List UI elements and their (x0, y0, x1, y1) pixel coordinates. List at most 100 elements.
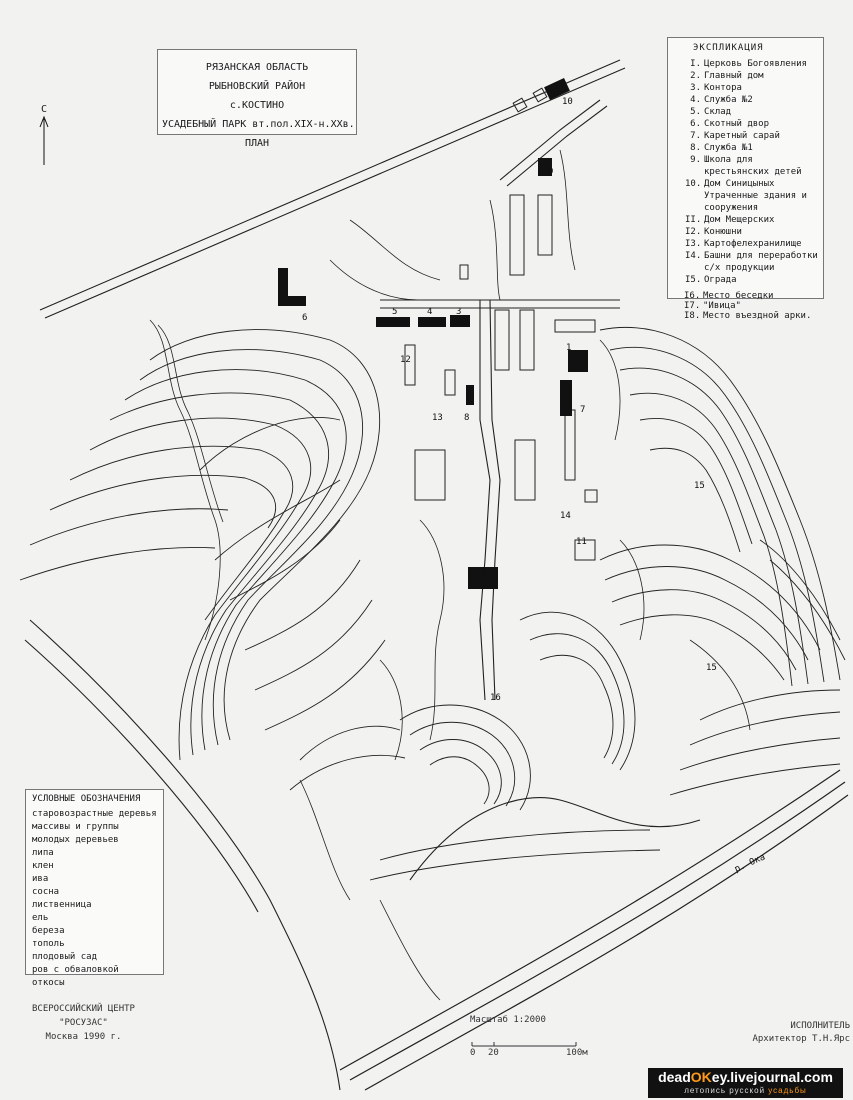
explication-item-label: Картофелехранилище (704, 239, 802, 249)
explication-item-label: Башни для переработки с/х продукции (704, 251, 818, 273)
explication-extra-number: I7. (684, 301, 701, 311)
organization-name: ВСЕРОССИЙСКИЙ ЦЕНТР (32, 1004, 135, 1014)
title-district: РЫБНОВСКИЙ РАЙОН (208, 81, 306, 92)
map-number-11: 11 (576, 537, 587, 547)
legend-item: откосы (32, 978, 65, 988)
map-number-3: 3 (456, 307, 461, 317)
watermark: deadOKey.livejournal.com летопись русско… (648, 1068, 843, 1098)
explication-extra-label: Место въездной арки. (703, 311, 812, 321)
north-arrow-icon (39, 115, 49, 165)
legend-item: ров с обваловкой (32, 965, 119, 975)
explication-item: 9.Школа для крестьянских детей (685, 154, 823, 178)
explication-extra-label: "Ивица" (703, 301, 741, 311)
organization-city-year: Москва 1990 г. (45, 1032, 122, 1042)
map-number-7: 7 (580, 405, 585, 415)
explication-item-number: 6. (690, 119, 701, 129)
explication-extra-item: I8.Место въездной арки. (684, 311, 811, 321)
map-number-9: 9 (548, 167, 553, 177)
river-oka-banks (339, 769, 849, 1091)
contour-lines-west (19, 329, 386, 761)
explication-item-number: I2. (685, 227, 702, 237)
legend-list: старовозрастные деревья массивы и группы … (32, 808, 157, 990)
explication-extra-number: I8. (684, 311, 701, 321)
map-number-15a: 15 (694, 481, 705, 491)
scale-label: Масштаб 1:2000 (470, 1015, 546, 1025)
map-number-13: 13 (432, 413, 443, 423)
explication-item-number: I4. (685, 251, 702, 261)
explication-item-label: Ограда (704, 275, 737, 285)
legend-item: массивы и группы молодых деревьев (32, 822, 119, 845)
explication-item-label: Контора (704, 83, 742, 93)
legend-item: лиственница (32, 900, 92, 910)
explication-item-number: I3. (685, 239, 702, 249)
scale-tick-100: 100м (566, 1048, 588, 1058)
scale-bar: 0 20 100м (470, 1040, 588, 1058)
explication-extra-number: I6. (684, 291, 701, 301)
scale-tick-0: 0 (470, 1048, 476, 1058)
lost-buildings-outlines (404, 87, 598, 561)
explication-item-label: Скотный двор (704, 119, 770, 129)
watermark-tagline-prefix: летопись русской (684, 1086, 769, 1095)
map-number-2: 2 (480, 567, 485, 577)
explication-item: 7.Каретный сарай (685, 130, 823, 142)
explication-item-label: Дом Мещерских (704, 215, 775, 225)
map-number-16: 16 (490, 693, 501, 703)
explication-item: I2.Конюшни (685, 226, 823, 238)
watermark-suffix: ey.livejournal.com (711, 1069, 833, 1085)
contour-lines-south (289, 611, 661, 881)
map-number-4: 4 (427, 307, 432, 317)
explication-header: ЭКСПЛИКАЦИЯ (693, 43, 764, 53)
legend-item: клен (32, 861, 54, 871)
explication-item-number (685, 190, 704, 214)
map-number-6: 6 (302, 313, 307, 323)
map-number-8: 8 (464, 413, 469, 423)
map-number-14: 14 (560, 511, 571, 521)
organization-abbr: "РОСУЗАС" (59, 1018, 108, 1028)
explication-item: 3.Контора (685, 82, 823, 94)
explication-extra-item: I7."Ивица" (684, 301, 811, 311)
explication-item-label: Дом Синицыных (704, 179, 775, 189)
river-label: р. Ока (733, 852, 767, 874)
explication-item: Утраченные здания и сооружения (685, 190, 823, 214)
explication-item-label: Склад (704, 107, 732, 117)
legend-header: УСЛОВНЫЕ ОБОЗНАЧЕНИЯ (32, 794, 141, 804)
explication-item-number: 9. (690, 155, 701, 165)
explication-extra-label: Место беседки (703, 291, 774, 301)
watermark-site: deadOKey.livejournal.com (648, 1068, 843, 1086)
explication-item-number: 7. (690, 131, 701, 141)
map-number-15b: 15 (706, 663, 717, 673)
legend-item: плодовый сад (32, 952, 98, 962)
explication-item-label: Каретный сарай (704, 131, 780, 141)
tree-massifs (149, 149, 751, 1001)
title-park: УСАДЕБНЫЙ ПАРК вт.пол.XIX-н.XXв. (162, 119, 355, 130)
watermark-tagline-highlight: усадьбы (768, 1086, 807, 1095)
map-number-5: 5 (392, 307, 397, 317)
explication-extra-item: I6.Место беседки (684, 291, 811, 301)
organization-block: ВСЕРОССИЙСКИЙ ЦЕНТР "РОСУЗАС" Москва 199… (32, 1002, 135, 1044)
explication-item-label: Служба №1 (704, 143, 753, 153)
legend-item: старовозрастные деревья (32, 809, 157, 819)
explication-item: I3.Картофелехранилище (685, 238, 823, 250)
explication-item-label: Служба №2 (704, 95, 753, 105)
explication-item-number: 8. (690, 143, 701, 153)
watermark-tagline: летопись русской усадьбы (648, 1086, 843, 1096)
scale-tick-20: 20 (488, 1048, 499, 1058)
explication-item-label: Утраченные здания и сооружения (704, 191, 807, 213)
title-plan: ПЛАН (244, 138, 270, 149)
explication-item: I4.Башни для переработки с/х продукции (685, 250, 823, 274)
explication-item-number: 3. (690, 83, 701, 93)
legend-panel: УСЛОВНЫЕ ОБОЗНАЧЕНИЯ старовозрастные дер… (25, 789, 164, 988)
legend-item: береза (32, 926, 65, 936)
legend-item: тополь (32, 939, 65, 949)
contour-lines-east (599, 327, 846, 796)
explication-item-number: I5. (685, 275, 702, 285)
explication-item: 6.Скотный двор (685, 118, 823, 130)
explication-item-label: Церковь Богоявления (704, 59, 807, 69)
explication-item: 8.Служба №1 (685, 142, 823, 154)
scale-bar-line (471, 1042, 577, 1047)
map-number-1: 1 (566, 343, 571, 353)
explication-item-label: Школа для крестьянских детей (704, 155, 802, 177)
